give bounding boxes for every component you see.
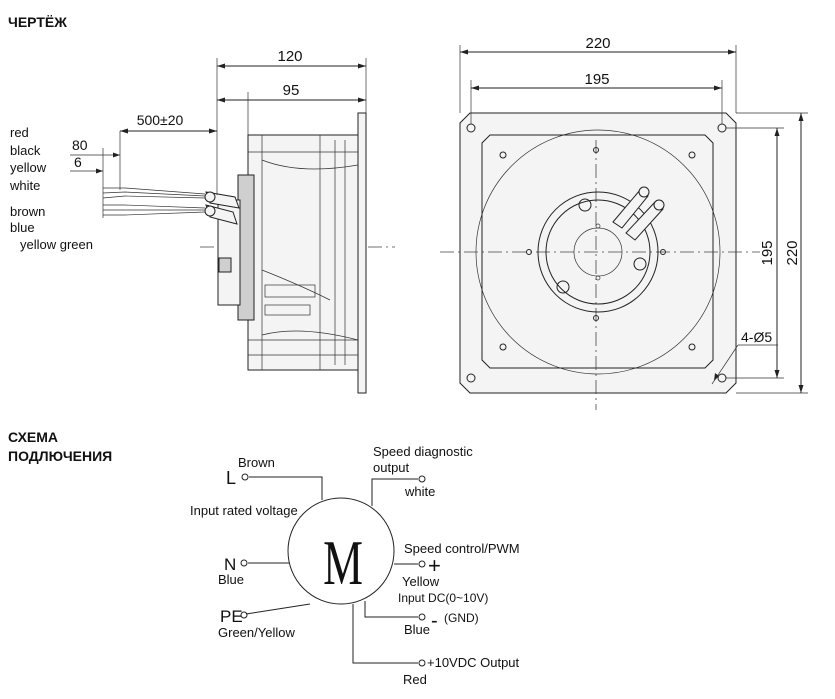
wire-label-black: black — [10, 143, 41, 158]
gnd-color-label: Blue — [404, 622, 430, 637]
front-cable-gland — [612, 186, 665, 241]
L-color-label: Brown — [238, 455, 275, 470]
motor-ring — [537, 191, 659, 313]
square-plate — [459, 112, 737, 394]
cable-gland — [204, 191, 240, 225]
scheme-heading-line1: СХЕМА — [8, 429, 58, 445]
out-10v-label: +10VDC Output — [427, 655, 520, 670]
dim-cable-length: 500±20 — [137, 112, 184, 128]
wire-label-blue: blue — [10, 220, 35, 235]
dim-outer-width: 220 — [585, 35, 610, 52]
input-voltage-label: Input rated voltage — [190, 503, 298, 518]
impeller-housing — [247, 134, 359, 371]
wire-label-brown: brown — [10, 204, 45, 219]
motor-circle — [287, 497, 395, 605]
inner-panel — [481, 134, 714, 369]
N-color-label: Blue — [218, 572, 244, 587]
wire-label-white: white — [9, 178, 40, 193]
speed-control-label: Speed control/PWM — [404, 541, 520, 556]
control-color-label: Yellow — [402, 574, 440, 589]
speed-diag-label-1: Speed diagnostic — [373, 444, 473, 459]
drawing-heading: ЧЕРТЁЖ — [8, 14, 67, 30]
wiring-scheme: M L Brown Input rated voltage N Blue PE … — [190, 444, 520, 687]
terminal-N: N — [224, 555, 236, 574]
out-color-label: Red — [403, 672, 427, 687]
plus-sign: + — [428, 553, 441, 578]
speed-diag-label-2: output — [373, 460, 410, 475]
dim-width-120: 120 — [277, 48, 302, 65]
holes-callout: 4-Ø5 — [741, 329, 772, 345]
wire-label-yellow: yellow — [10, 160, 47, 175]
front-view: 220 195 195 220 4-Ø5 — [440, 35, 808, 410]
speed-diag-color: white — [404, 484, 435, 499]
mount-flange — [357, 112, 367, 394]
gnd-label: (GND) — [444, 611, 479, 625]
dim-strip-80: 80 — [72, 137, 88, 153]
wire-label-red: red — [10, 125, 29, 140]
dim-outer-height: 220 — [784, 240, 801, 265]
dim-depth-95: 95 — [283, 82, 300, 99]
PE-color-label: Green/Yellow — [218, 625, 295, 640]
motor-symbol: M — [323, 527, 363, 598]
cable-wires — [102, 185, 206, 218]
terminal-PE: PE — [220, 607, 243, 626]
input-dc-label: Input DC(0~10V) — [398, 591, 488, 605]
scheme-heading-line2: ПОДЛЮЧЕНИЯ — [8, 448, 112, 464]
side-view: 120 95 500±20 80 6 red black yellow whit… — [9, 48, 395, 394]
minus-sign: - — [431, 610, 438, 632]
dim-hole-spacing-height: 195 — [759, 240, 776, 265]
dim-tip-6: 6 — [74, 154, 82, 170]
wire-label-yellow-green: yellow green — [20, 237, 93, 252]
dim-hole-spacing-width: 195 — [584, 71, 609, 88]
terminal-L: L — [226, 468, 236, 488]
